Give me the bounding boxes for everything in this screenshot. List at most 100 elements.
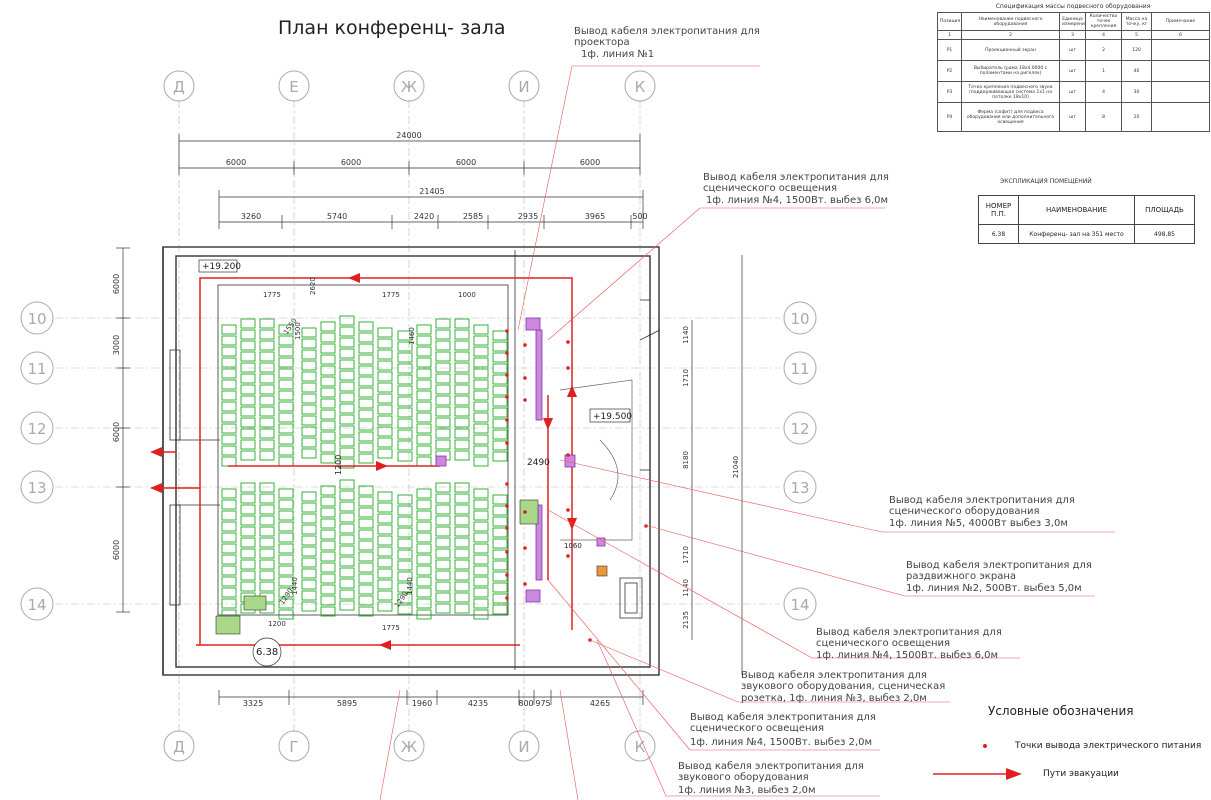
seat [221,434,237,445]
seat [339,381,355,392]
seat [339,556,355,567]
seat [397,451,413,462]
table-row: Р1 Проекционный экран шт 2 120 [937,39,1210,61]
seat [259,384,275,395]
evacuation-routes [156,277,573,646]
seat [435,439,451,450]
seat [492,396,508,407]
callout-1-line1: Вывод кабеля электропитания для [574,26,760,37]
seat [435,603,451,614]
seat [492,527,508,538]
seat [435,395,451,406]
seat [435,318,451,329]
seat [320,507,336,518]
seat [397,363,413,374]
seat [358,343,374,354]
dim-right-span-5: 2135 [682,611,690,629]
dim-right-8180: 8180 [682,451,690,469]
seat [259,395,275,406]
axis-letter-top-5: К [635,78,646,96]
seat [435,537,451,548]
seat [397,341,413,352]
callout-7-line1: Вывод кабеля электропитания для [690,712,876,723]
dim-bottom-span-3: 1960 [412,699,432,708]
seat [454,318,470,329]
legend-title: Условные обозначения [988,704,1134,718]
seat [473,401,489,412]
seat [339,326,355,337]
dim-mid-span-6: 3965 [585,212,605,221]
seat [259,548,275,559]
power-point [523,343,527,347]
seat [240,570,256,581]
seat [240,450,256,461]
seat [454,559,470,570]
seat [492,593,508,604]
seat [454,570,470,581]
seat [397,352,413,363]
seat [358,442,374,453]
seat [259,428,275,439]
power-point [505,596,509,600]
table-row: Р2 Выбиратель (рама 18х4.0000 с поламент… [937,60,1210,82]
callout-2-line1: Вывод кабеля электропитания для [703,172,889,183]
seat [278,335,294,346]
seat [339,490,355,501]
seat [454,329,470,340]
seat [301,502,317,513]
callout-3-line3: 1ф. линия №5, 4000Вт выбез 3,0м [889,518,1068,529]
seat [301,557,317,568]
seat [301,535,317,546]
seat-dim-13: 2620 [309,277,317,295]
seat [339,479,355,490]
hall-label-circle [252,637,282,667]
power-point [523,398,527,402]
power-point [523,376,527,380]
spec-index: 3 [1059,30,1086,40]
callout-4-line1: Вывод кабеля электропитания для [906,560,1092,571]
seat [221,488,237,499]
seat [435,515,451,526]
seat [492,571,508,582]
seat [397,560,413,571]
seat [377,535,393,546]
callout-leaders [379,65,1115,800]
dim-top-span-2: 6000 [341,158,361,167]
dimension-lines-left [116,247,130,613]
dim-right-span-2: 1710 [682,369,690,387]
dimension-lines-top [178,134,644,229]
dim-bottom-span-7: 4265 [590,699,610,708]
seat [221,521,237,532]
seat [416,379,432,390]
seat [320,595,336,606]
seat [416,434,432,445]
seat [416,401,432,412]
seat [259,439,275,450]
power-point [523,546,527,550]
seat [454,428,470,439]
spec-index: 2 [961,30,1060,40]
seat-dim-9: 1775 [382,624,400,632]
seat [492,374,508,385]
seat [320,398,336,409]
seat [278,368,294,379]
seat [358,409,374,420]
callout-8-line1: Вывод кабеля электропитания для [678,761,864,772]
seat [240,406,256,417]
seat-dim-5: 1500 [294,322,302,340]
seat [416,565,432,576]
seat [320,496,336,507]
seat [473,445,489,456]
axis-row-right-13: 13 [790,479,809,497]
axis-row-right-14: 14 [790,596,809,614]
seat [320,321,336,332]
axis-row-left-14: 14 [27,596,46,614]
seat [473,532,489,543]
wall-details [169,250,661,670]
power-point [505,395,509,399]
spec-header: Масса на точку, кг [1121,12,1152,31]
dim-right-span-1: 1140 [682,326,690,344]
seat [278,379,294,390]
table-row: Р3 Точка крепления подвесного звука (под… [937,81,1210,103]
seat [377,524,393,535]
